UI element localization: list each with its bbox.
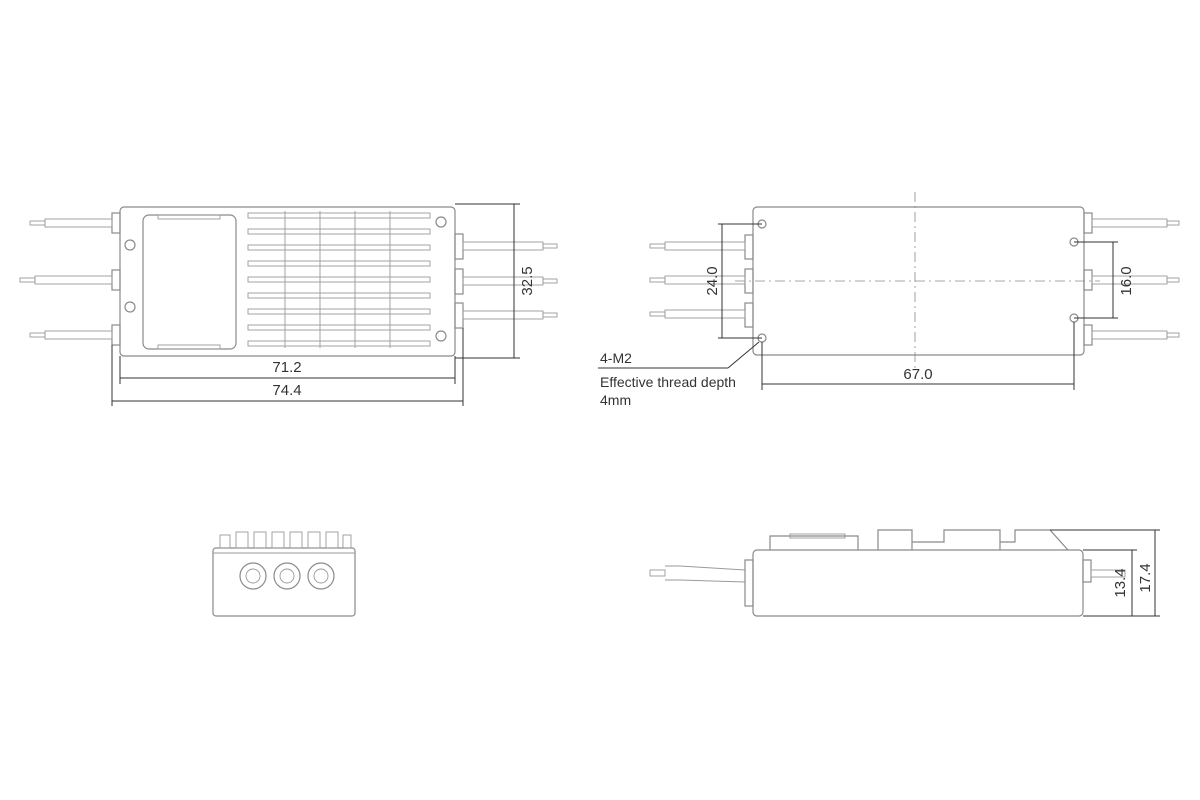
thread-note-line1: 4-M2 [600, 350, 632, 366]
dim-bottom-length: 67.0 [903, 366, 932, 383]
heatsink-fins [247, 211, 431, 348]
thread-note-line2: Effective thread depth [600, 374, 736, 390]
top-view: 32.5 71.2 74.4 [19, 203, 558, 406]
dim-top-inner-width: 71.2 [272, 359, 301, 376]
bottom-view: 24.0 16.0 67.0 4-M2 Effective thread dep… [598, 192, 1180, 408]
dim-side-body-height: 13.4 [1112, 568, 1129, 597]
end-view [212, 531, 356, 617]
dim-top-outer-width: 74.4 [272, 382, 301, 399]
dim-bottom-hole-right: 16.0 [1118, 266, 1135, 295]
dim-side-total-height: 17.4 [1137, 563, 1154, 592]
thread-note-line3: 4mm [600, 392, 631, 408]
dim-bottom-hole-left: 24.0 [704, 266, 721, 295]
side-view: 13.4 17.4 [649, 529, 1160, 617]
left-wires [19, 218, 113, 340]
right-wires [462, 241, 558, 320]
dim-top-height: 32.5 [519, 266, 536, 295]
